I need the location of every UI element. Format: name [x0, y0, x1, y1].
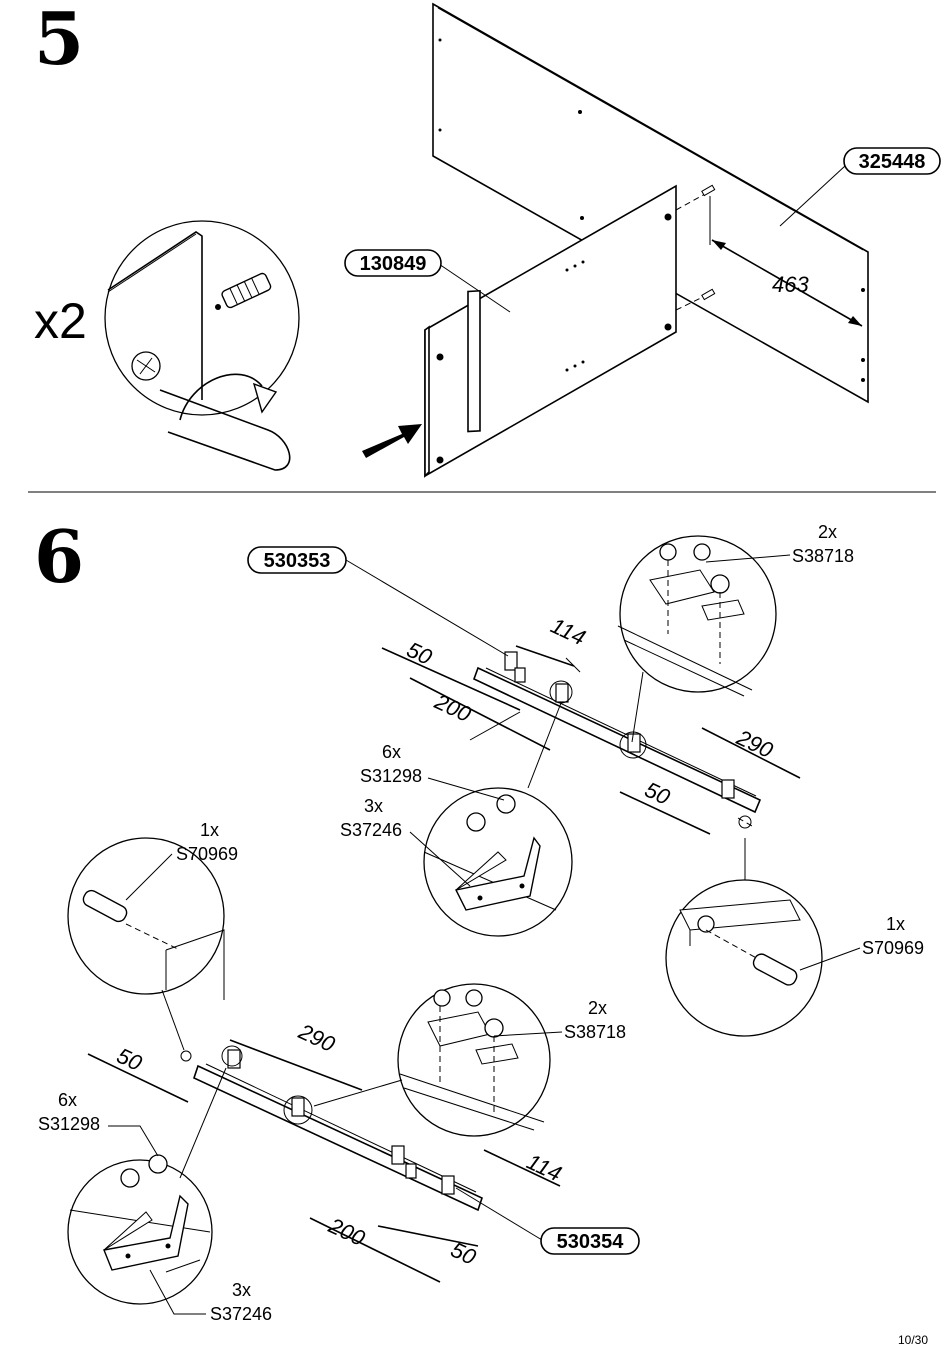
leader-dowel-left: [125, 853, 173, 901]
bracket-qty-top: 3x: [364, 796, 383, 816]
dim-label-114-bottom: 114: [523, 1149, 565, 1186]
dowel-qty-right: 1x: [886, 914, 905, 934]
dim-label-50-top-right: 50: [641, 777, 674, 810]
screw-qty-top: 6x: [382, 742, 401, 762]
leader-screw-top: [427, 777, 505, 801]
leader-screw-bottom: [108, 1125, 159, 1157]
detail-circle-connector-bottom: [313, 983, 551, 1137]
detail-circle-dowel-screwdriver: [104, 220, 300, 471]
connector-code-bottom: S38718: [564, 1022, 626, 1042]
part-label-130849: 130849: [360, 253, 427, 275]
detail-circle-dowel-left: [67, 837, 225, 1051]
detail-circle-dowel-right: [665, 838, 823, 1037]
leader-bracket-bottom: [149, 1269, 206, 1315]
dowel-guides: [675, 184, 716, 311]
connector-qty-bottom: 2x: [588, 998, 607, 1018]
bracket-qty-bottom: 3x: [232, 1280, 251, 1300]
quantity-x2: x2: [34, 293, 87, 349]
insertion-arrow: [362, 424, 422, 458]
callout-530354: [455, 1187, 640, 1255]
dim-label-200-bottom: 200: [324, 1212, 369, 1251]
callout-130849: [344, 249, 511, 313]
part-label-325448: 325448: [859, 151, 926, 173]
rail-530353-dimensions: [381, 645, 801, 835]
dim-label-50-bottom-left: 50: [113, 1043, 146, 1076]
bracket-code-bottom: S37246: [210, 1304, 272, 1324]
dim-label-50-top-left: 50: [403, 637, 436, 670]
callout-530353: [247, 546, 509, 657]
dim-label-290-bottom: 290: [294, 1018, 339, 1057]
part-label-530353: 530353: [264, 550, 331, 572]
detail-circle-bracket-bottom: [67, 1067, 227, 1305]
part-label-530354: 530354: [557, 1231, 625, 1253]
dowel-qty-left: 1x: [200, 820, 219, 840]
connector-code-top: S38718: [792, 546, 854, 566]
connector-qty-top: 2x: [818, 522, 837, 542]
side-panel-drawing: [424, 184, 677, 478]
dim-label-114-top: 114: [547, 613, 589, 650]
screw-code-bottom: S31298: [38, 1114, 100, 1134]
dim-label-200-top: 200: [430, 688, 475, 727]
dimension-label-463: 463: [772, 272, 809, 297]
screw-qty-bottom: 6x: [58, 1090, 77, 1110]
rail-530353: [472, 651, 762, 829]
rail-530354-dimensions: [87, 1039, 561, 1283]
detail-circle-bracket-top: [423, 702, 573, 937]
dimension-463: [709, 196, 863, 327]
bracket-code-top: S37246: [340, 820, 402, 840]
screw-code-top: S31298: [360, 766, 422, 786]
leader-dowel-right: [799, 947, 861, 971]
callout-325448: [779, 147, 941, 227]
dowel-code-right: S70969: [862, 938, 924, 958]
dowel-code-left: S70969: [176, 844, 238, 864]
step-number-5: 5: [34, 0, 84, 81]
dim-label-50-bottom-right: 50: [447, 1237, 480, 1270]
leader-connector-bottom: [493, 1031, 563, 1037]
page-number: 10/30: [897, 1333, 928, 1347]
leader-bracket-top: [409, 831, 471, 887]
rail-530354: [180, 1045, 483, 1212]
step-number-6: 6: [34, 514, 84, 599]
dim-label-290-top: 290: [732, 724, 777, 763]
detail-circle-connector-top: [617, 535, 777, 743]
leader-connector-top: [705, 554, 791, 563]
